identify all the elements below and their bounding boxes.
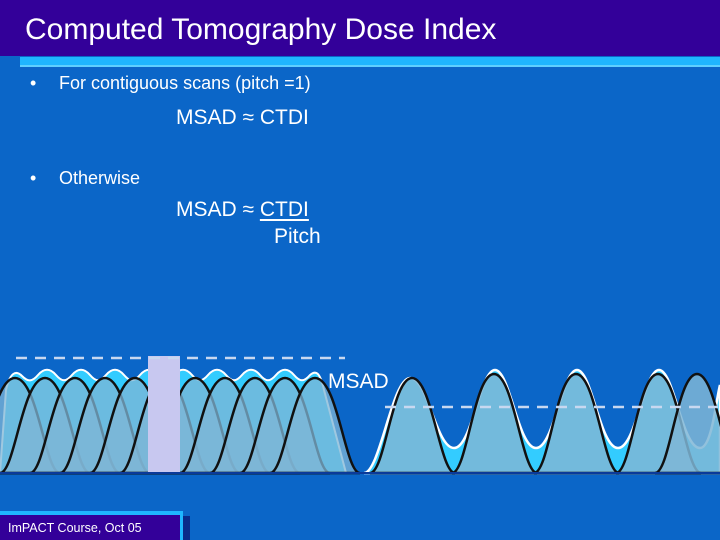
bullet-contiguous-scans: For contiguous scans (pitch =1) [59,73,311,93]
slice-profile [369,376,456,475]
equation-contiguous: MSAD ≈ CTDI [176,105,309,131]
equation-numerator-ctdi: CTDI [259,198,309,221]
equation-denominator-pitch: Pitch [274,225,321,248]
title-bar: Computed Tomography Dose Index [0,0,720,56]
slice-profile [533,372,620,475]
contiguous-dose-profiles [0,356,361,475]
equation-ctdi: CTDI [259,106,309,129]
footer-box [0,515,180,540]
equation-otherwise: MSAD ≈ CTDI [176,197,309,223]
slice-profile [451,372,538,475]
bullet-otherwise: Otherwise [59,168,141,188]
slice-profile [654,372,720,475]
equation-lhs: MSAD ≈ [176,106,260,129]
equation-lhs: MSAD ≈ [176,198,260,221]
dose-profile-figure [0,356,720,475]
spaced-dose-profiles [363,368,720,475]
title-underline-thin-bar [20,65,720,67]
slice-profile [269,376,361,475]
title-underline-bar [20,57,720,65]
bullet-marker: • [30,73,37,93]
bullet-marker: • [30,168,37,188]
highlighted-slice [148,356,180,473]
slide-title: Computed Tomography Dose Index [25,13,497,46]
footer-course-label: ImPACT Course, Oct 05 [8,521,142,535]
msad-figure-label: MSAD [328,370,389,393]
